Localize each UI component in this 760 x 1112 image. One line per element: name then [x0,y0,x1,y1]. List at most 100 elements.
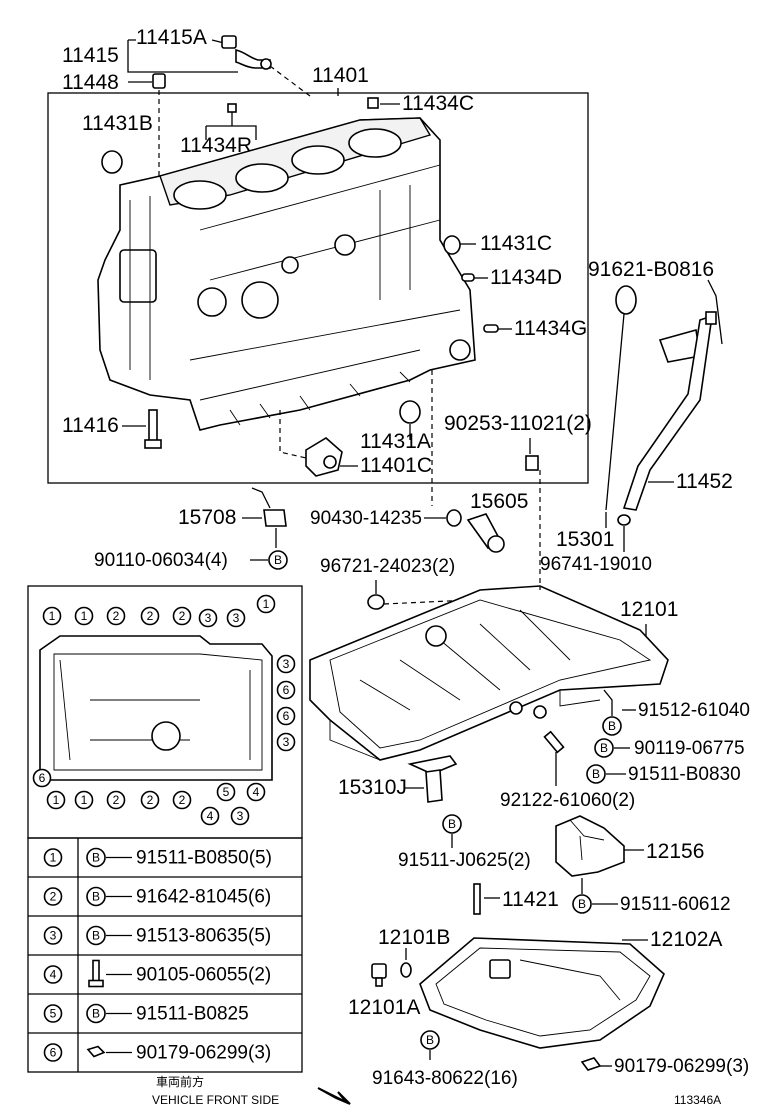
label-11431A[interactable]: 11431A [360,430,431,453]
label-12102A[interactable]: 12102A [650,928,722,951]
layout-num-bottom-text: 1 [53,793,60,807]
oring-96721-shape [367,594,385,610]
label-91643[interactable]: 91643-80622(16) [372,1068,518,1089]
legend-row-number-text: 5 [50,1007,57,1021]
valve-15605-shape [466,513,505,553]
legend-row-bolt-callout: B [86,1003,106,1024]
label-11416[interactable]: 11416 [62,414,119,437]
label-11431C[interactable]: 11431C [480,232,552,255]
layout-num-right: 6 [276,706,296,726]
sensor-11415-shape [221,35,272,70]
label-11434G[interactable]: 11434G [514,317,587,340]
bolt-callout-91511B0830-b: B [592,767,600,781]
legend-row-part[interactable]: 91513-80635(5) [136,926,271,947]
legend-row-number-text: 3 [50,929,57,943]
bolt-callout-91512-b: B [608,719,616,733]
label-11452[interactable]: 11452 [676,470,733,493]
label-11434D[interactable]: 11434D [490,266,562,289]
legend-row-number-text: 4 [50,968,57,982]
label-12101[interactable]: 12101 [620,598,678,621]
layout-num-right-text: 6 [283,709,290,723]
label-96741[interactable]: 96741-19010 [540,554,652,575]
label-11421[interactable]: 11421 [502,888,559,911]
legend-row-bolt-callout: B [86,847,106,868]
label-96721[interactable]: 96721-24023(2) [320,556,455,577]
label-11415A[interactable]: 11415A [136,26,207,49]
legend-row-part[interactable]: 90105-06055(2) [136,965,271,986]
label-92122[interactable]: 92122-61060(2) [500,790,635,811]
layout-num-top: 1 [42,606,62,626]
stud-92122-shape [543,730,565,754]
legend-row-bolt-callout: B [86,925,106,946]
pin-11434G-shape [483,324,499,333]
legend-row-bolt-icon [88,959,104,988]
diagram-code: 113346A [674,1093,721,1107]
washer-90179b-shape [580,1057,602,1071]
legend-row-number: 6 [43,1043,63,1062]
leader-91512 [603,689,613,716]
oil-pan-12101-shape [309,585,669,761]
label-11434C[interactable]: 11434C [402,92,474,115]
label-91512[interactable]: 91512-61040 [638,700,750,721]
layout-num-top: 2 [106,606,126,626]
label-15301[interactable]: 15301 [556,528,614,551]
label-90430[interactable]: 90430-14235 [310,508,422,529]
plug-11431B-shape [101,150,123,174]
layout-num-right-text: 3 [283,657,290,671]
legend-row-bolt-callout: B [86,886,106,907]
legend-row-part[interactable]: 91511-B0850(5) [136,848,272,869]
baffle-12156-shape [555,815,625,877]
legend-row-part[interactable]: 91511-B0825 [136,1004,249,1025]
label-11431B[interactable]: 11431B [82,112,153,135]
label-90110[interactable]: 90110-06034(4) [94,550,228,571]
bolt-callout-90110 [268,550,288,570]
layout-num-top-text: 2 [147,609,154,623]
bolt-callout-91511_60612 [572,894,592,914]
bolt-callout-90110-b: B [274,553,282,567]
label-90119[interactable]: 90119-06775 [634,738,745,759]
layout-num-bottom: 2 [172,790,192,810]
label-15708[interactable]: 15708 [178,506,236,529]
label-11434R[interactable]: 11434R [180,134,252,157]
bolt-callout-91511B0830 [586,764,606,784]
dash-11401C [279,410,307,459]
bolt-11416-shape [144,409,162,449]
layout-num-bottom: 3 [230,806,250,826]
bolt-callout-91511J0625 [442,814,462,834]
layout-num-bottom-text: 2 [113,793,120,807]
layout-num-right-text: 6 [283,683,290,697]
cylinder-block-frame [47,92,589,484]
legend-row-part[interactable]: 91642-81045(6) [136,887,271,908]
layout-num-right: 3 [276,654,296,674]
legend-row-number: 4 [43,965,63,984]
bolt-callout-91643 [420,1030,440,1050]
label-90179b[interactable]: 90179-06299(3) [614,1056,749,1077]
legend-row-marker: B [92,890,100,904]
layout-num-bottom-text: 2 [147,793,154,807]
gasket-12101B-shape [400,962,412,978]
label-91621[interactable]: 91621-B0816 [588,258,714,281]
label-12101B[interactable]: 12101B [378,926,450,949]
layout-num-top: 2 [172,606,192,626]
layout-num-top-text: 2 [113,609,120,623]
label-12156[interactable]: 12156 [646,840,704,863]
label-91511J0625[interactable]: 91511-J0625(2) [398,850,531,871]
label-91511_60612[interactable]: 91511-60612 [620,894,731,915]
dash-11415 [269,65,311,97]
label-15310J[interactable]: 15310J [338,776,407,799]
label-15605[interactable]: 15605 [470,490,528,513]
label-11448[interactable]: 11448 [62,71,119,94]
oil-pan-12102A-shape [419,937,665,1049]
drain-plug-12101A-shape [371,963,387,987]
label-90253[interactable]: 90253-11021(2) [444,412,592,435]
label-91511B0830[interactable]: 91511-B0830 [628,764,741,785]
label-12101A[interactable]: 12101A [348,996,420,1019]
layout-num-top: 3 [198,608,218,628]
legend-row-part[interactable]: 90179-06299(3) [136,1043,271,1064]
footer-vehicle-front-jp: 車両前方 [156,1074,204,1089]
label-11415[interactable]: 11415 [62,44,119,67]
bolt-layout-pan-shape [39,635,273,781]
label-11401C[interactable]: 11401C [360,454,432,477]
label-11401[interactable]: 11401 [312,64,369,87]
